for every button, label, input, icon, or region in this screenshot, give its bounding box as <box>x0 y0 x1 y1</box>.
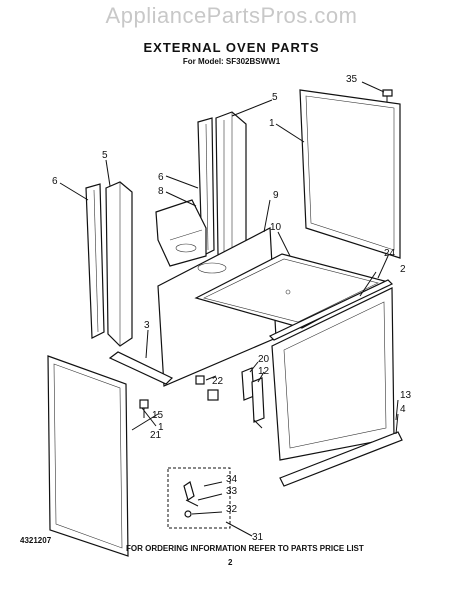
part-6-left-trim[interactable] <box>85 183 105 339</box>
part-24-trim-strip[interactable] <box>268 279 394 341</box>
callout-4: 4 <box>400 404 406 415</box>
callout-1-upper: 1 <box>269 118 275 129</box>
part-3-bottom-rail[interactable] <box>108 351 174 385</box>
part-5-right-channel[interactable] <box>215 111 247 267</box>
callout-33: 33 <box>226 486 238 497</box>
part-5-left-channel[interactable] <box>105 181 133 347</box>
page-number: 2 <box>228 558 233 567</box>
callout-10: 10 <box>270 222 282 233</box>
part-12-bracket[interactable] <box>251 377 265 429</box>
callout-13: 13 <box>400 390 412 401</box>
callout-35: 35 <box>346 74 358 85</box>
page-title: EXTERNAL OVEN PARTS <box>143 40 320 55</box>
callout-6-left: 6 <box>52 176 58 187</box>
callout-2: 2 <box>400 264 406 275</box>
callout-6-right: 6 <box>158 172 164 183</box>
callout-34: 34 <box>226 474 238 485</box>
callout-5-right: 5 <box>272 92 278 103</box>
part-15-door-panel[interactable] <box>47 355 129 557</box>
model-subtitle: For Model: SF302BSWW1 <box>182 57 281 66</box>
callout-22: 22 <box>212 376 224 387</box>
callout-8: 8 <box>158 186 164 197</box>
watermark: AppliancePartsPros.com <box>105 3 358 28</box>
callout-15: 15 <box>152 410 164 421</box>
callout-21: 21 <box>150 430 162 441</box>
part-22-hardware[interactable] <box>195 375 219 401</box>
document-number: 4321207 <box>20 536 52 545</box>
callout-9: 9 <box>273 190 279 201</box>
part-21-leveling-leg[interactable] <box>139 399 149 418</box>
callout-5-left: 5 <box>102 150 108 161</box>
callout-24: 24 <box>384 248 396 259</box>
part-8-bracket[interactable] <box>155 199 207 267</box>
callout-32: 32 <box>226 504 238 515</box>
callout-1-lower: 1 <box>158 422 164 433</box>
callout-3: 3 <box>144 320 150 331</box>
part-4-lower-rail[interactable] <box>279 431 403 487</box>
part-1-side-panel[interactable] <box>299 89 401 259</box>
part-31-hardware-kit[interactable] <box>167 467 231 529</box>
ordering-note: FOR ORDERING INFORMATION REFER TO PARTS … <box>126 544 364 553</box>
callout-31: 31 <box>252 532 264 543</box>
callout-20: 20 <box>258 354 270 365</box>
leader-lines <box>59 81 399 537</box>
callout-12: 12 <box>258 366 270 377</box>
